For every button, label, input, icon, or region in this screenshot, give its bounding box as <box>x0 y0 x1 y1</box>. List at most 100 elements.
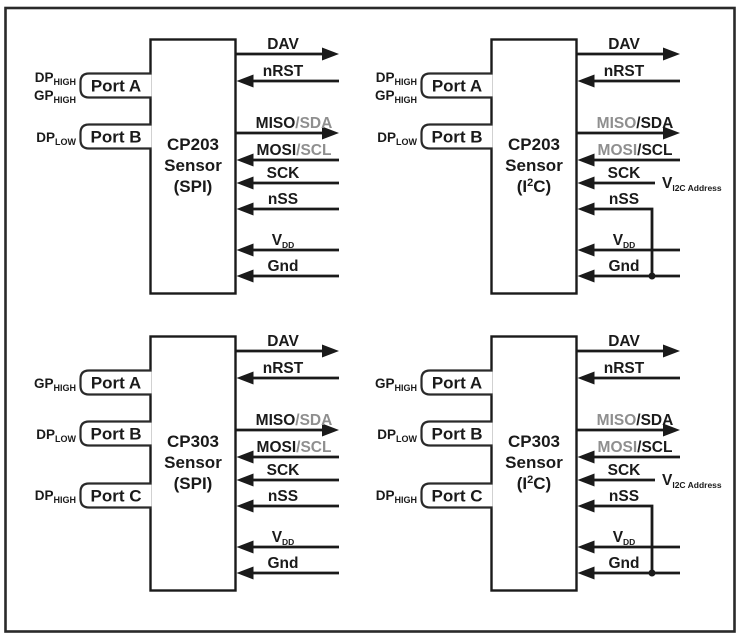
chip-block <box>149 335 237 592</box>
signal-label: MISO/SDA <box>256 115 333 132</box>
arrow-right-icon <box>663 344 680 358</box>
signal-line <box>594 504 654 573</box>
chip-name: CP203 <box>167 135 219 154</box>
signal-label: MOSI/SCL <box>598 142 673 159</box>
signal-label: MOSI/SCL <box>257 439 332 456</box>
chip-block <box>490 38 578 295</box>
pin-label-dp-low: DPLOW <box>36 427 76 444</box>
pin-label-dp-low: DPLOW <box>36 130 76 147</box>
pin-label-gp-high: GPHIGH <box>375 376 417 393</box>
signal-label: Gnd <box>268 258 299 275</box>
signal-sck: SCK <box>236 165 339 190</box>
arrow-left-icon <box>577 74 595 88</box>
arrow-left-icon <box>236 540 254 554</box>
arrow-right-icon <box>322 344 339 358</box>
signal-gnd: Gnd <box>236 555 339 580</box>
signal-label: SCK <box>608 462 642 479</box>
arrow-left-icon <box>577 450 595 464</box>
port-b-label: Port B <box>91 425 142 444</box>
port-a-box <box>79 72 152 99</box>
signal-label: nSS <box>268 191 298 208</box>
arrow-right-icon <box>663 47 680 61</box>
signal-sck: SCK VI2C Address <box>577 462 722 490</box>
signal-miso-sda: MISO/SDA <box>236 412 339 437</box>
signal-label: DAV <box>267 333 299 350</box>
signal-gnd: Gnd <box>577 555 680 580</box>
figure-border <box>4 6 736 633</box>
signal-label: MOSI/SCL <box>598 439 673 456</box>
signal-vdd: VDD <box>577 232 680 257</box>
chip-name: CP303 <box>167 432 219 451</box>
port-b-box <box>79 420 152 447</box>
signal-vdd: VDD <box>577 529 680 554</box>
signal-label: SCK <box>608 165 642 182</box>
signal-label: VDD <box>272 232 295 250</box>
pin-label-dp-low: DPLOW <box>377 130 417 147</box>
arrow-left-icon <box>236 499 254 513</box>
signal-gnd: Gnd <box>577 258 680 283</box>
arrow-left-icon <box>577 153 595 167</box>
pin-label-dp-high: DPHIGH <box>35 488 76 505</box>
diagram-cp303-spi: CP303 Sensor (SPI) Port A GPHIGH Port B … <box>34 333 339 592</box>
signal-miso-sda: MISO/SDA <box>577 115 680 140</box>
arrow-left-icon <box>577 540 595 554</box>
chip-type: Sensor <box>164 453 222 472</box>
signal-sck: SCK VI2C Address <box>577 165 722 193</box>
signal-dav: DAV <box>236 333 339 358</box>
signal-label: VDD <box>613 529 636 547</box>
signal-label: nSS <box>609 488 639 505</box>
chip-interface: (SPI) <box>174 474 213 493</box>
port-c-box <box>79 482 152 509</box>
arrow-left-icon <box>236 202 254 216</box>
arrow-left-icon <box>236 153 254 167</box>
arrow-left-icon <box>577 202 595 216</box>
signal-nrst: nRST <box>236 360 339 385</box>
pin-label-dp-low: DPLOW <box>377 427 417 444</box>
arrow-left-icon <box>577 176 595 190</box>
chip-type: Sensor <box>505 156 563 175</box>
port-b-label: Port B <box>432 128 483 147</box>
signal-mosi-scl: MOSI/SCL <box>236 142 339 167</box>
arrow-left-icon <box>236 243 254 257</box>
signal-label: nSS <box>268 488 298 505</box>
port-a-box <box>79 369 152 396</box>
chip-block <box>149 38 237 295</box>
arrow-left-icon <box>577 269 595 283</box>
signal-line <box>594 207 654 276</box>
arrow-left-icon <box>236 566 254 580</box>
port-a-label: Port A <box>432 374 482 393</box>
port-c-label: Port C <box>91 487 142 506</box>
signal-nss: nSS <box>577 488 656 577</box>
signal-label: nRST <box>604 63 645 80</box>
signal-label: Gnd <box>609 555 640 572</box>
signal-label: VDD <box>613 232 636 250</box>
port-b-box <box>420 123 493 150</box>
signal-miso-sda: MISO/SDA <box>577 412 680 437</box>
signal-dav: DAV <box>577 36 680 61</box>
arrow-left-icon <box>236 176 254 190</box>
signal-miso-sda: MISO/SDA <box>236 115 339 140</box>
port-a-label: Port A <box>91 374 141 393</box>
signal-label: nRST <box>604 360 645 377</box>
arrow-left-icon <box>577 243 595 257</box>
port-b-label: Port B <box>91 128 142 147</box>
signal-gnd: Gnd <box>236 258 339 283</box>
port-b-box <box>79 123 152 150</box>
signal-dav: DAV <box>236 36 339 61</box>
arrow-right-icon <box>322 47 339 61</box>
signal-dav: DAV <box>577 333 680 358</box>
signal-label: DAV <box>267 36 299 53</box>
chip-interface: (I2C) <box>517 177 551 196</box>
arrow-left-icon <box>236 473 254 487</box>
signal-nrst: nRST <box>577 360 680 385</box>
signal-label: MOSI/SCL <box>257 142 332 159</box>
arrow-left-icon <box>577 371 595 385</box>
signal-label: nRST <box>263 360 304 377</box>
arrow-left-icon <box>236 450 254 464</box>
i2c-address-label: VI2C Address <box>662 175 722 193</box>
port-b-box <box>420 420 493 447</box>
arrow-left-icon <box>577 473 595 487</box>
pin-label-dp-high: DPHIGH <box>35 70 76 87</box>
signal-nrst: nRST <box>577 63 680 88</box>
